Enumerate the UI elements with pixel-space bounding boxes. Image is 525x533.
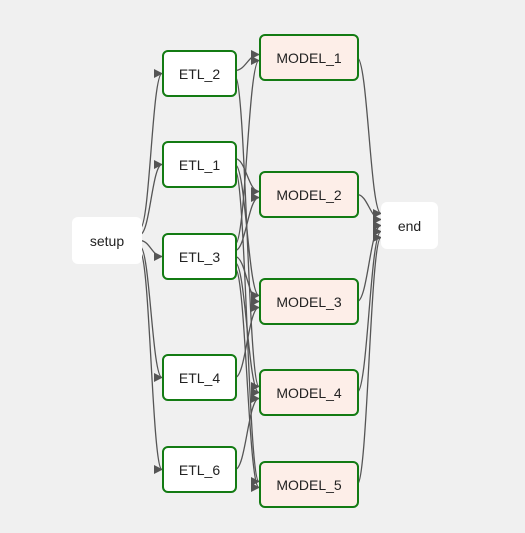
edge-etl_3-to-model_5 [234, 267, 260, 492]
edge-etl_4-to-model_3 [234, 303, 260, 379]
edge-setup-to-etl_1 [139, 160, 163, 236]
node-model-4[interactable]: MODEL_4 [259, 369, 359, 416]
node-end[interactable]: end [381, 202, 438, 249]
node-etl-4[interactable]: ETL_4 [162, 354, 237, 401]
node-model-5[interactable]: MODEL_5 [259, 461, 359, 508]
edge-etl_3-to-model_1 [234, 56, 260, 246]
edge-etl_3-to-model_3 [234, 255, 260, 307]
edge-setup-to-etl_3 [139, 239, 163, 262]
node-etl-1[interactable]: ETL_1 [162, 141, 237, 188]
edge-etl_3-to-model_2 [234, 192, 260, 252]
node-model-2[interactable]: MODEL_2 [259, 171, 359, 218]
edge-model_5-to-end [356, 233, 382, 486]
node-etl-3[interactable]: ETL_3 [162, 233, 237, 280]
node-setup[interactable]: setup [72, 217, 142, 264]
edge-etl_2-to-model_1 [234, 49, 260, 72]
edge-setup-to-etl_6 [139, 251, 163, 474]
edge-etl_3-to-model_4 [234, 261, 260, 397]
edge-etl_1-to-model_3 [234, 163, 260, 300]
edge-model_2-to-end [356, 193, 382, 225]
edge-setup-to-etl_4 [139, 245, 163, 382]
node-model-1[interactable]: MODEL_1 [259, 34, 359, 81]
node-model-3[interactable]: MODEL_3 [259, 278, 359, 325]
edge-model_1-to-end [356, 56, 382, 218]
node-etl-2[interactable]: ETL_2 [162, 50, 237, 97]
edge-etl_1-to-model_2 [234, 157, 260, 197]
edge-etl_6-to-model_4 [234, 394, 260, 471]
node-etl-6[interactable]: ETL_6 [162, 446, 237, 493]
edge-setup-to-etl_2 [139, 69, 163, 230]
